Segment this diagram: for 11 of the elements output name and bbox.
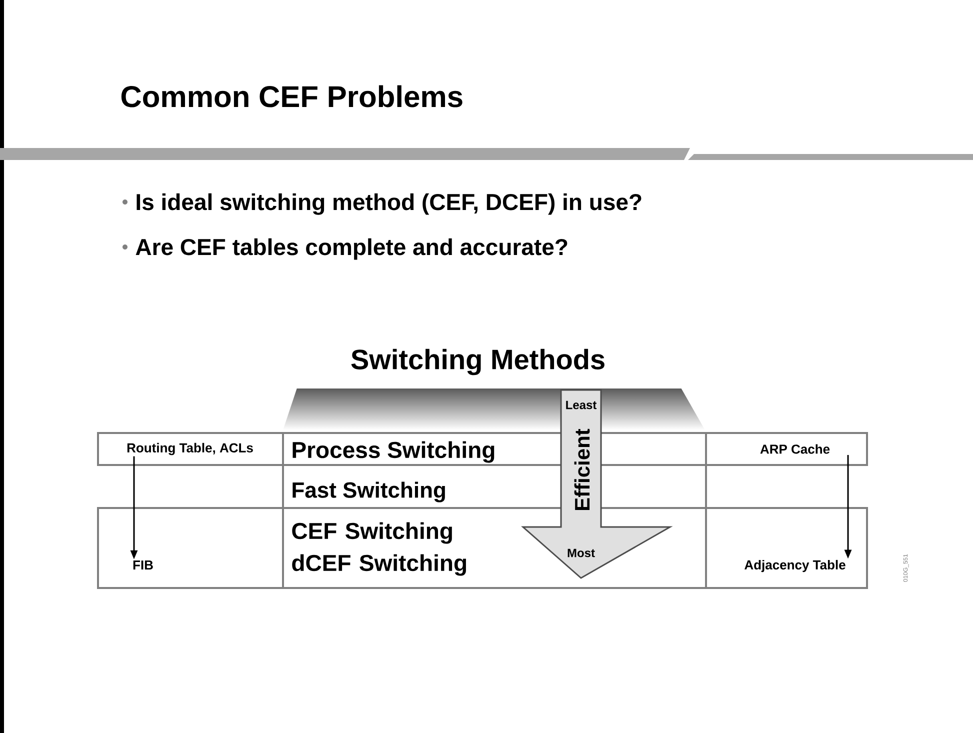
slide-title: Common CEF Problems	[121, 85, 462, 108]
method-text: Process Switching	[292, 441, 494, 463]
bullet-text: Are CEF tables complete and accurate?	[136, 238, 568, 260]
method-text: CEF Switching dCEF Switching	[292, 522, 466, 576]
cell-text: Adjacency Table	[744, 560, 846, 572]
method-text: Fast Switching	[292, 482, 445, 502]
bullet-text: Is ideal switching method (CEF, DCEF) in use?	[136, 193, 642, 215]
cell-text: FIB	[133, 560, 153, 570]
cell-text: ARP Cache	[760, 444, 830, 454]
section-heading: Switching Methods	[351, 348, 604, 376]
cell-text: Routing Table, ACLs	[127, 442, 253, 456]
